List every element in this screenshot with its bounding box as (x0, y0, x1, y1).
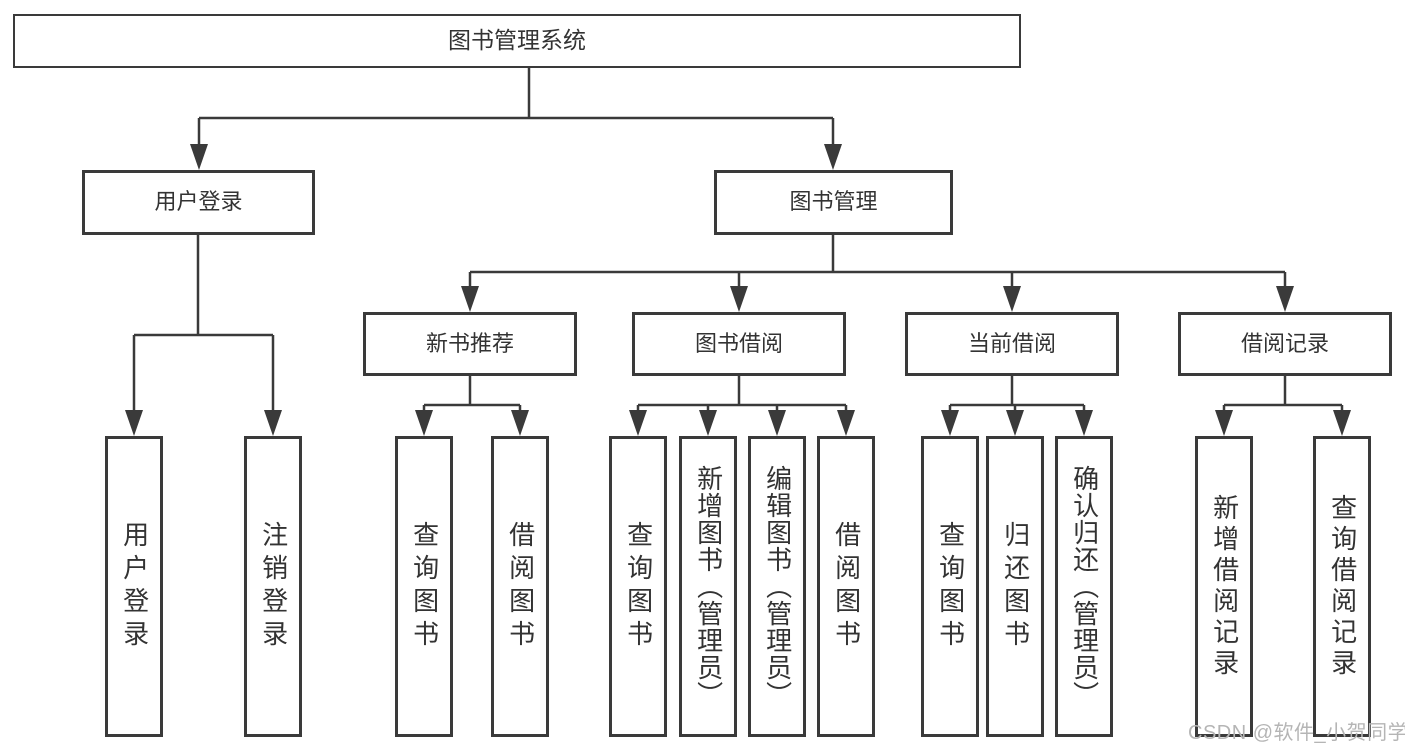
leaf-confirm-return-admin: 确认归还（管理员） (1055, 436, 1113, 737)
leaf-borrow-books-borrowing: 借阅图书 (817, 436, 875, 737)
node-library-system: 图书管理系统 (13, 14, 1021, 68)
leaf-query-books-current: 查询图书 (921, 436, 979, 737)
leaf-add-borrow-record: 新增借阅记录 (1195, 436, 1253, 737)
node-book-management: 图书管理 (714, 170, 953, 235)
leaf-logout: 注销登录 (244, 436, 302, 737)
csdn-watermark: CSDN @软件_小贺同学 (1188, 722, 1405, 744)
leaf-query-books-borrowing: 查询图书 (609, 436, 667, 737)
leaf-query-borrow-record: 查询借阅记录 (1313, 436, 1371, 737)
leaf-add-books-admin: 新增图书（管理员） (679, 436, 737, 737)
node-book-borrowing: 图书借阅 (632, 312, 846, 376)
leaf-edit-books-admin: 编辑图书（管理员） (748, 436, 806, 737)
leaf-user-login: 用户登录 (105, 436, 163, 737)
node-current-borrowing: 当前借阅 (905, 312, 1119, 376)
node-new-book-recommendation: 新书推荐 (363, 312, 577, 376)
leaf-query-books-recommend: 查询图书 (395, 436, 453, 737)
node-user-login: 用户登录 (82, 170, 315, 235)
leaf-return-books: 归还图书 (986, 436, 1044, 737)
node-borrowing-records: 借阅记录 (1178, 312, 1392, 376)
leaf-borrow-books-recommend: 借阅图书 (491, 436, 549, 737)
